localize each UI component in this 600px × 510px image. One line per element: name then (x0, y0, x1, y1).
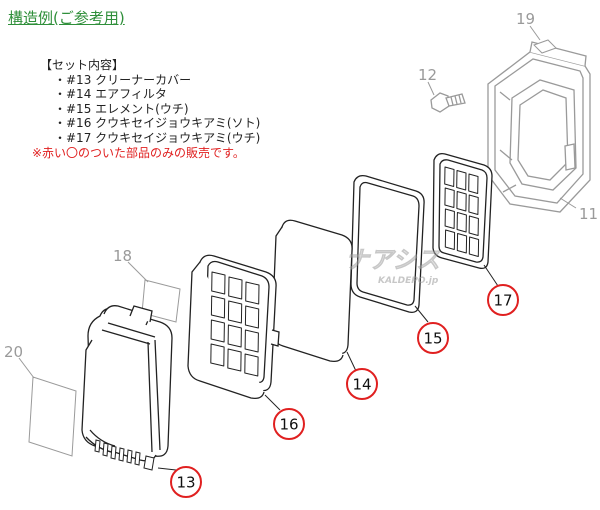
callout-12: 12 (418, 66, 437, 84)
set-contents-heading: 【セット内容】 (40, 58, 125, 72)
callout-15-number: 15 (423, 330, 442, 348)
mesh-cell (210, 295, 226, 319)
set-item-17: ・#17 クウキセイジョウキアミ(ウチ) (54, 130, 261, 145)
callout-16: 16 (273, 408, 305, 440)
mesh-cell (456, 191, 467, 212)
watermark: ナアシス KALDEPO.jp (345, 246, 441, 286)
mesh-cell (456, 170, 467, 191)
mesh-cell (244, 329, 259, 353)
mesh-cell (244, 305, 260, 329)
part-13-cleaner-cover (81, 305, 173, 462)
mesh-cell (444, 187, 455, 208)
mesh-cell (444, 208, 455, 229)
part-17-grid (444, 166, 480, 257)
set-item-13: ・#13 クリーナーカバー (54, 72, 192, 87)
set-item-14: ・#14 エアフィルタ (54, 87, 167, 101)
callout-19: 19 (516, 10, 535, 28)
mesh-cell (468, 236, 480, 257)
callout-13-number: 13 (176, 474, 195, 492)
callout-17: 17 (487, 284, 519, 316)
callout-17-number: 17 (493, 292, 512, 310)
mesh-cell (444, 229, 456, 250)
mesh-cell (210, 343, 225, 367)
mesh-cell (211, 271, 226, 295)
callout-18: 18 (113, 247, 132, 265)
mesh-cell (456, 233, 468, 254)
callout-15: 15 (417, 322, 449, 354)
watermark-domain: KALDEPO.jp (378, 276, 439, 286)
mesh-cell (227, 300, 243, 324)
mesh-cell (444, 166, 455, 187)
mesh-cell (210, 319, 225, 343)
page-title: 構造例(ご参考用) (8, 9, 125, 27)
mesh-cell (227, 324, 242, 348)
mesh-cell (227, 348, 242, 372)
mesh-cell (245, 281, 260, 305)
mesh-cell (456, 212, 467, 233)
callout-14-number: 14 (352, 376, 371, 394)
mesh-cell (228, 276, 243, 300)
part-12-bolt (430, 92, 466, 113)
part-16-grid (210, 271, 260, 377)
mesh-cell (468, 215, 479, 236)
part-19-label (533, 39, 557, 54)
part-15-element (350, 174, 425, 313)
callout-20: 20 (4, 343, 23, 361)
watermark-logo: ナアシス (345, 246, 440, 274)
callout-11: 11 (579, 205, 598, 223)
callout-13: 13 (170, 466, 202, 498)
mesh-cell (468, 194, 479, 215)
part-13-fins (94, 439, 155, 471)
part-14-air-filter (271, 219, 353, 363)
mesh-cell (244, 353, 259, 377)
callout-14: 14 (346, 368, 378, 400)
sale-note: ※赤い〇のついた部品のみの販売です。 (32, 146, 245, 160)
set-item-15: ・#15 エレメント(ウチ) (54, 101, 189, 116)
set-item-16: ・#16 クウキセイジョウキアミ(ソト) (54, 116, 261, 130)
part-20-label (28, 376, 77, 457)
leader-lines (157, 264, 499, 471)
mesh-cell (468, 173, 479, 194)
callout-16-number: 16 (279, 416, 298, 434)
part-11-cleaner-case (487, 41, 591, 213)
set-contents: 【セット内容】 ・#13 クリーナーカバー ・#14 エアフィルタ ・#15 エ… (40, 58, 260, 145)
